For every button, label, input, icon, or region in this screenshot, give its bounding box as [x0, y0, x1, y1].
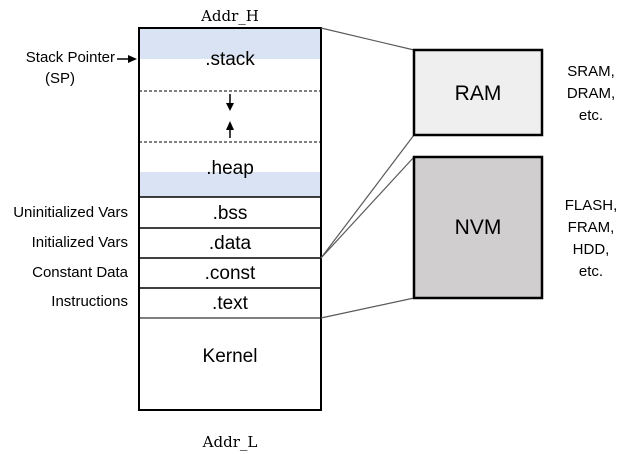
ram-examples: SRAM, DRAM, etc.	[556, 61, 626, 127]
nvm-example-4: etc.	[578, 263, 604, 280]
ram-example-2: DRAM,	[566, 85, 616, 102]
ram-example-3: etc.	[578, 107, 604, 124]
initialized-vars-label: Initialized Vars	[31, 234, 128, 251]
heap-growth-arrow-up	[226, 121, 234, 130]
ram-box	[412, 48, 544, 137]
stack-segment-label: .stack	[205, 49, 255, 70]
uninitialized-vars-label: Uninitialized Vars	[13, 204, 128, 221]
ram-label: RAM	[454, 82, 502, 105]
stack-pointer-label-line2: (SP)	[45, 70, 75, 87]
nvm-connector-top	[320, 156, 415, 259]
data-segment-label: .data	[208, 233, 252, 254]
text-segment-label: .text	[212, 293, 248, 314]
constant-data-label: Constant Data	[32, 264, 128, 281]
stack-growth-arrow-down	[226, 103, 234, 111]
stack-pointer-label-line1: Stack Pointer	[25, 49, 115, 66]
kernel-segment-label: Kernel	[202, 346, 258, 367]
ram-connector-top	[320, 27, 415, 51]
stack-highlight	[139, 29, 321, 59]
ram-example-1: SRAM,	[567, 63, 615, 80]
nvm-box	[412, 155, 544, 300]
const-segment-label: .const	[204, 263, 256, 284]
bss-segment-label: .bss	[212, 203, 248, 224]
addr-high-label: Addr_H	[201, 7, 259, 25]
nvm-examples: FLASH, FRAM, HDD, etc.	[556, 195, 626, 283]
addr-low-label: Addr_L	[202, 433, 258, 451]
nvm-example-2: FRAM,	[567, 219, 615, 236]
nvm-connector-bottom	[320, 297, 415, 319]
heap-segment-label: .heap	[206, 158, 254, 179]
nvm-example-3: HDD,	[572, 241, 610, 258]
nvm-label: NVM	[454, 216, 502, 239]
nvm-example-1: FLASH,	[564, 197, 618, 214]
heap-highlight	[139, 172, 321, 197]
instructions-label: Instructions	[51, 293, 128, 310]
stack-pointer-arrow-head	[128, 55, 137, 63]
ram-connector-bottom	[320, 134, 415, 259]
